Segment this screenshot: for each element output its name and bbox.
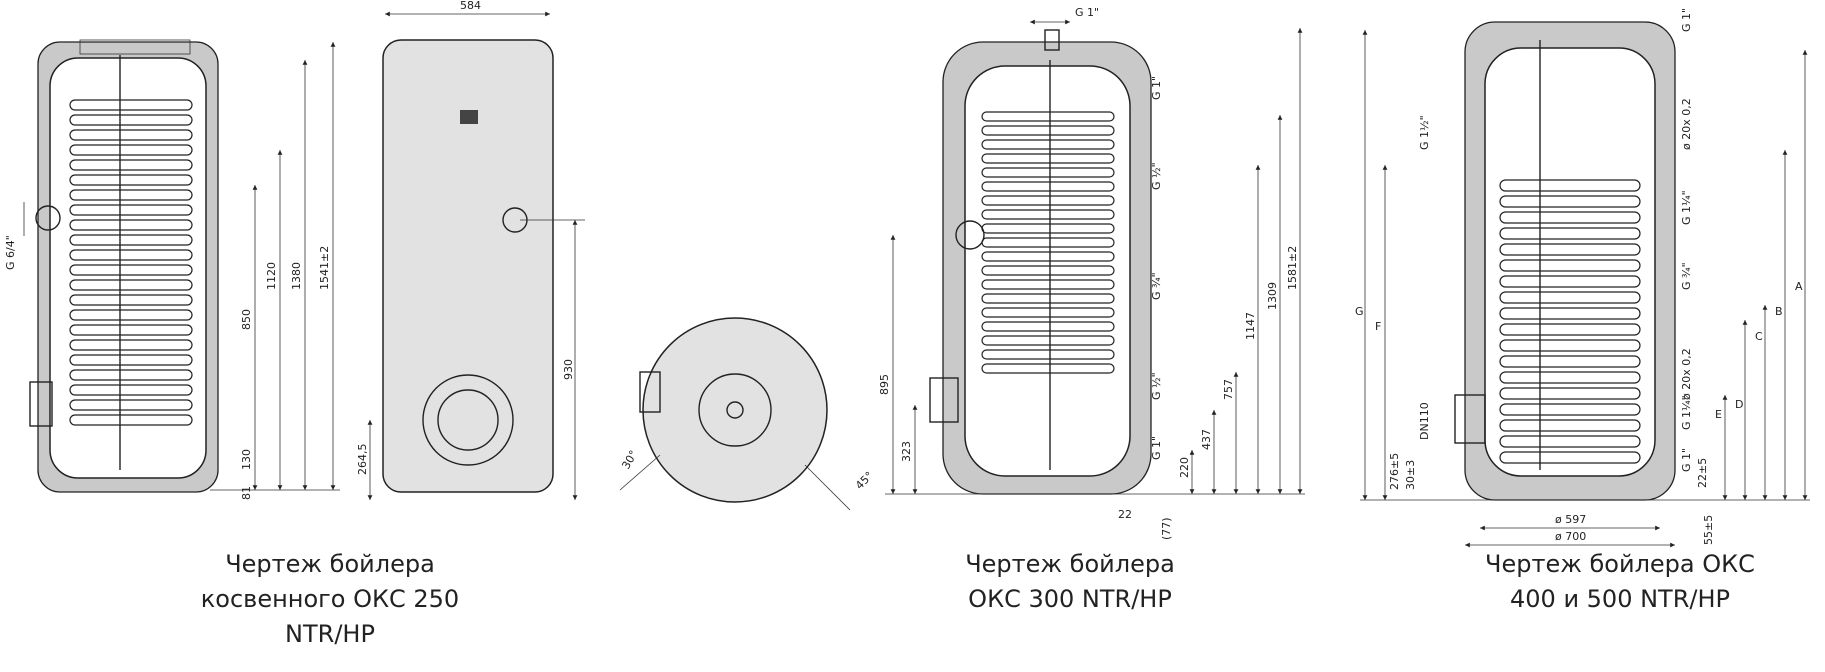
top-angle-45: 45° (853, 469, 876, 492)
front-logo (460, 110, 478, 124)
caption-okc250: Чертеж бойлера косвенного ОКС 250 NTR/HP (201, 550, 459, 648)
okc400-dim-g112: G 1½" (1418, 115, 1431, 150)
okc400-dim-700: ø 700 (1555, 530, 1586, 543)
okc300-dim-g1-a: G 1" (1150, 76, 1163, 100)
okc250-dim-81: 81 (240, 486, 253, 500)
okc400-dim-G: G (1355, 305, 1364, 318)
okc400-heater-flange (1454, 394, 1486, 444)
top-center-flange (698, 373, 772, 447)
okc300-dim-77: (77) (1160, 517, 1173, 540)
okc300-dim-1309: 1309 (1266, 282, 1279, 310)
okc250-side-section: G 6/4" 1541±2 1380 1120 850 130 81 (4, 39, 340, 500)
okc250-dim-850: 850 (240, 309, 253, 330)
caption-okc300: Чертеж бойлера ОКС 300 NTR/HP (965, 550, 1175, 613)
okc400-dim-B: B (1775, 305, 1783, 318)
okc400-dim-g114-b: G 1¼" (1680, 395, 1693, 430)
okc300-heater-flange (929, 377, 959, 423)
okc400-dim-E: E (1715, 408, 1722, 421)
okc400-dim-22: 22±5 (1696, 458, 1709, 488)
okc300-dim-g12-a: G ½" (1150, 162, 1163, 190)
front-view: 584 930 264,5 (356, 0, 585, 500)
caption-okc300-line-1: Чертеж бойлера (965, 550, 1175, 578)
caption-okc400-line-1: Чертеж бойлера ОКС (1485, 550, 1755, 578)
okc250-side-port (35, 205, 61, 231)
okc400-dim-o20-a: ø 20x 0,2 (1680, 98, 1693, 150)
okc250-coil (69, 99, 193, 426)
okc300-dim-757: 757 (1222, 379, 1235, 400)
front-dim-2645: 264,5 (356, 444, 369, 476)
front-flange (422, 374, 514, 466)
okc300-coil (981, 111, 1115, 374)
okc300-dim-1581: 1581±2 (1286, 246, 1299, 290)
okc400-dim-A: A (1795, 280, 1803, 293)
top-body (642, 317, 828, 503)
okc400-dim-g114-a: G 1¼" (1680, 190, 1693, 225)
okc400-dim-F: F (1375, 320, 1381, 333)
okc400-dim-597: ø 597 (1555, 513, 1586, 526)
okc400-dim-g1-top: G 1" (1680, 8, 1693, 32)
front-dim-930: 930 (562, 359, 575, 380)
okc300-dim-1147: 1147 (1244, 312, 1257, 340)
okc300-dim-g1-top: G 1" (1075, 6, 1099, 19)
okc300-dim-323: 323 (900, 441, 913, 462)
top-view: 30° 45° (619, 317, 876, 511)
okc250-dim-1120: 1120 (265, 262, 278, 290)
caption-okc250-line-3: NTR/HP (285, 620, 375, 648)
top-angle-30: 30° (619, 448, 640, 471)
okc400-dim-g34: G ¾" (1680, 262, 1693, 290)
caption-okc400: Чертеж бойлера ОКС 400 и 500 NTR/HP (1485, 550, 1755, 613)
okc400-coil (1499, 179, 1641, 464)
okc250-dim-g64: G 6/4" (4, 235, 17, 270)
okc400-dim-D: D (1735, 398, 1743, 411)
okc300-dim-220: 220 (1178, 457, 1191, 478)
okc300-dim-g34: G ¾" (1150, 272, 1163, 300)
okc300-dim-g12-b: G ½" (1150, 372, 1163, 400)
okc300-section: G 1" G 1" G ½" G ¾" G ½" G 1" 1581±2 130… (878, 6, 1305, 540)
okc400-dim-C: C (1755, 330, 1763, 343)
okc250-dim-130: 130 (240, 449, 253, 470)
okc400-dim-30: 30±3 (1404, 460, 1417, 490)
caption-okc250-line-1: Чертеж бойлера (225, 550, 435, 578)
front-body (382, 39, 554, 493)
okc300-dim-437: 437 (1200, 429, 1213, 450)
okc300-dim-22: 22 (1118, 508, 1132, 521)
okc250-top-cap (79, 39, 191, 55)
okc400-dim-g1-b: G 1" (1680, 448, 1693, 472)
okc250-heater-flange (29, 381, 53, 427)
caption-okc300-line-2: ОКС 300 NTR/HP (968, 585, 1172, 613)
caption-okc400-line-2: 400 и 500 NTR/HP (1510, 585, 1730, 613)
okc300-dim-g1-b: G 1" (1150, 436, 1163, 460)
caption-okc250-line-2: косвенного ОКС 250 (201, 585, 459, 613)
okc400-dim-55: 55±5 (1702, 515, 1715, 545)
okc400-dim-o20-b: ø 20x 0,2 (1680, 348, 1693, 400)
okc400-dim-dn110: DN110 (1418, 402, 1431, 440)
okc300-side-port (955, 220, 985, 250)
okc400-dim-276: 276±5 (1388, 453, 1401, 490)
okc250-dim-1541: 1541±2 (318, 246, 331, 290)
front-dim-width: 584 (460, 0, 481, 12)
okc250-dim-1380: 1380 (290, 262, 303, 290)
okc400-section: G 1" ø 20x 0,2 G 1¼" G ¾" ø 20x 0,2 G 1¼… (1355, 8, 1810, 548)
okc300-dim-895: 895 (878, 374, 891, 395)
